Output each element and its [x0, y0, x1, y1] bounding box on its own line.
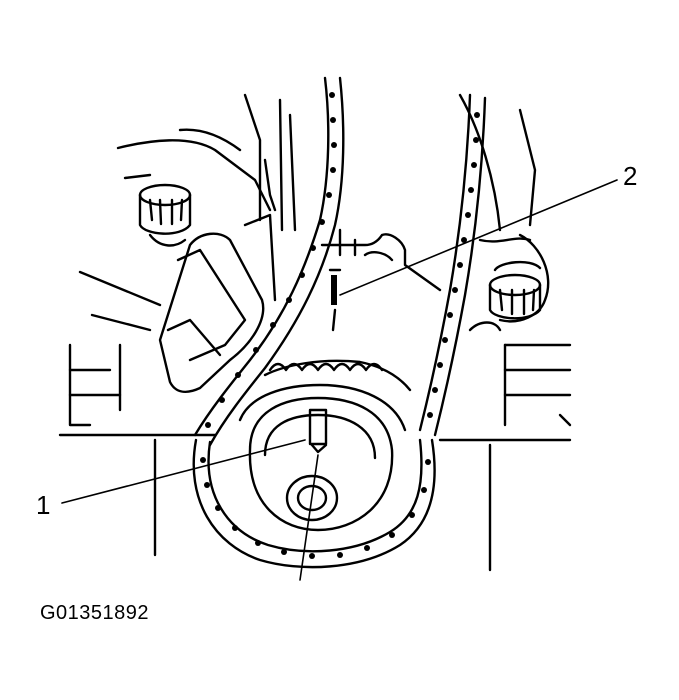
bolt-right — [488, 260, 542, 320]
figure-id-label: G01351892 — [40, 602, 150, 624]
chain-links-left — [205, 92, 337, 428]
callout-1-leader — [61, 439, 306, 504]
cylinder-head — [78, 93, 550, 332]
chain-links-right — [427, 112, 480, 418]
chain-tensioner — [158, 158, 277, 394]
callout-1-number: 1 — [36, 490, 50, 520]
timing-mark-bracket — [320, 228, 442, 332]
bolt-left — [138, 183, 192, 247]
callout-2: 2 — [339, 161, 637, 296]
callout-2-number: 2 — [623, 161, 637, 191]
chain-links-bottom — [200, 457, 431, 559]
engine-block — [58, 343, 572, 572]
callout-1: 1 — [36, 439, 306, 520]
timing-chain-left-run — [193, 76, 345, 447]
crankshaft-sprocket — [192, 359, 436, 581]
timing-chain-right-run — [418, 93, 487, 437]
callout-2-leader — [339, 179, 618, 296]
